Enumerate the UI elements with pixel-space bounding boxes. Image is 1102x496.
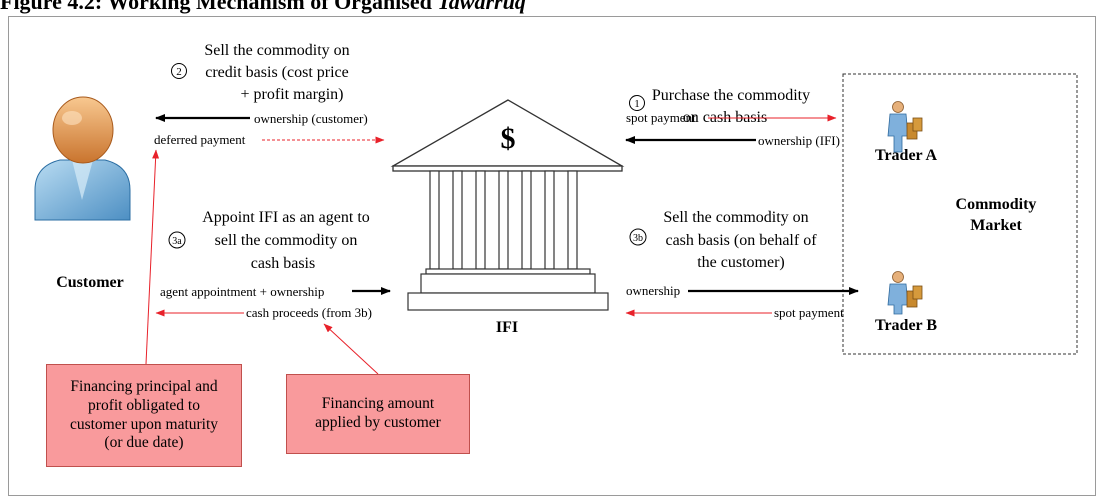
ownership-customer-label: ownership (customer) bbox=[254, 111, 368, 126]
ifi-label: IFI bbox=[496, 319, 518, 336]
dollar-symbol: $ bbox=[501, 122, 516, 155]
cash-proceeds-label: cash proceeds (from 3b) bbox=[246, 305, 372, 320]
trader-icon bbox=[887, 101, 923, 153]
financing-principal-note: Financing principal and profit obligated… bbox=[46, 364, 242, 467]
step2-text-1: Sell the commodity on bbox=[204, 42, 349, 59]
step-number: 2 bbox=[176, 66, 182, 78]
financing-amount-pointer bbox=[323, 323, 379, 375]
commodity-market-box bbox=[842, 73, 1078, 355]
bank-building-icon: $ bbox=[390, 99, 625, 311]
ownership-b-label: ownership bbox=[626, 283, 680, 298]
figure-title: Figure 4.2: Working Mechanism of Organis… bbox=[0, 0, 526, 13]
step1-text-1: Purchase the commodity bbox=[652, 87, 810, 104]
step-number: 3a bbox=[172, 236, 182, 247]
ownership-ifi-label: ownership (IFI) bbox=[758, 133, 840, 148]
spot-payment-b-label: spot payment bbox=[774, 305, 844, 320]
step-number: 3b bbox=[633, 233, 643, 244]
step3b-text-2: cash basis (on behalf of bbox=[665, 232, 817, 249]
person-icon bbox=[34, 96, 131, 221]
step2-text-3: + profit margin) bbox=[241, 86, 344, 103]
step3a-text-3: cash basis bbox=[251, 255, 315, 272]
step-number-badge bbox=[168, 231, 186, 249]
customer-label: Customer bbox=[56, 274, 124, 291]
step3b-text-1: Sell the commodity on bbox=[663, 209, 808, 226]
trader-b-label: Trader B bbox=[875, 317, 937, 334]
step3a-text-2: sell the commodity on bbox=[215, 232, 358, 249]
agent-appointment-label: agent appointment + ownership bbox=[160, 284, 324, 299]
step-number-badge bbox=[171, 63, 187, 79]
step-number: 1 bbox=[634, 98, 640, 110]
figure-title-italic: Tawarruq bbox=[437, 0, 526, 14]
financing-principal-pointer bbox=[145, 149, 160, 365]
step-number-badge bbox=[629, 228, 647, 246]
commodity-market-label-1: Commodity bbox=[956, 196, 1037, 213]
commodity-market-label-2: Market bbox=[970, 217, 1022, 234]
financing-amount-note: Financing amount applied by customer bbox=[286, 374, 470, 454]
step2-text-2: credit basis (cost price bbox=[205, 64, 349, 81]
deferred-payment-label: deferred payment bbox=[154, 132, 246, 147]
step3b-text-3: the customer) bbox=[697, 254, 785, 271]
trader-a-label: Trader A bbox=[875, 147, 938, 164]
spot-payment-a-label: spot payment bbox=[626, 110, 696, 125]
step-number-badge bbox=[629, 95, 645, 111]
step3a-text-1: Appoint IFI as an agent to bbox=[202, 209, 370, 226]
trader-icon bbox=[887, 271, 923, 315]
figure-title-text: Figure 4.2: Working Mechanism of Organis… bbox=[0, 0, 438, 14]
